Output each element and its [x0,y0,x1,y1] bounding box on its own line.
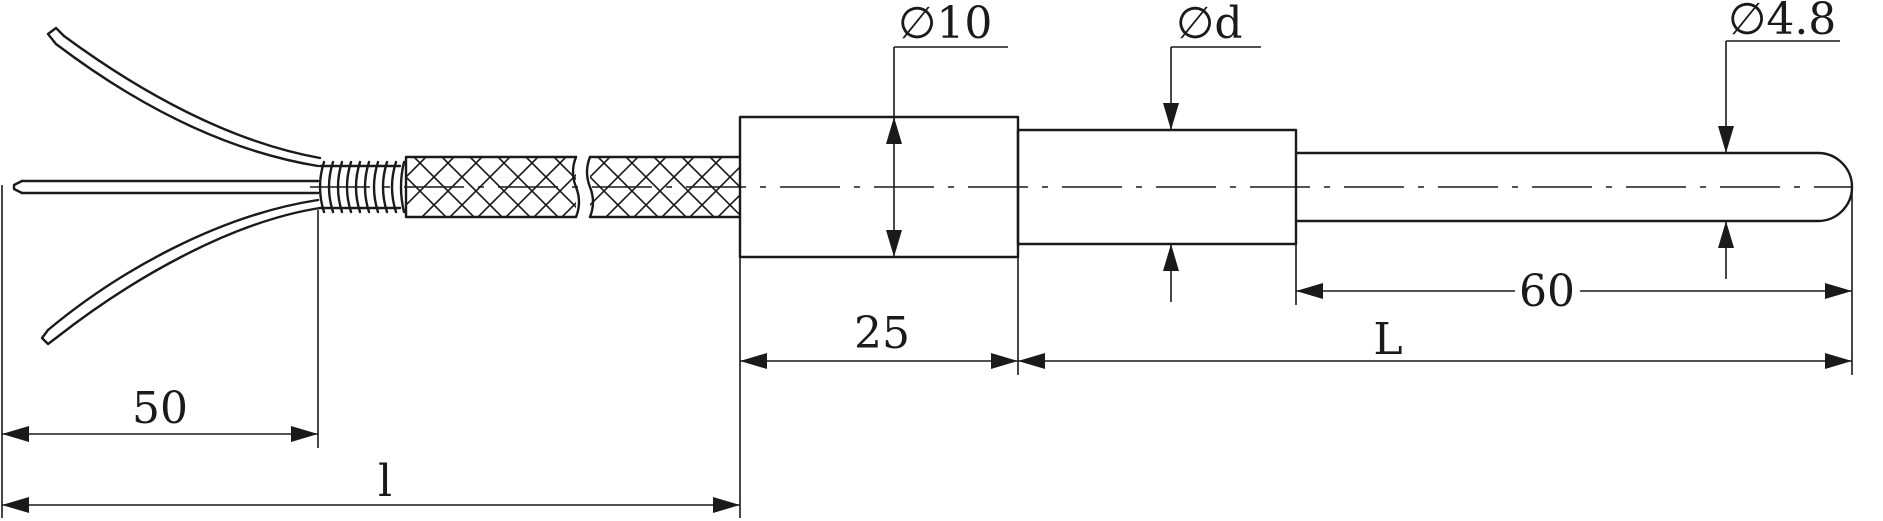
dimension-boss-length: 25 [740,308,1018,369]
len-leads-label: 50 [132,383,188,434]
dimension-tip-diameter: ∅4.8 [1718,0,1840,279]
dimension-boss-diameter: ∅10 [886,0,1008,257]
dimension-probe-length: L [1018,314,1852,369]
len-L-label: L [1373,314,1402,365]
dia-tip-label: ∅4.8 [1728,0,1836,45]
len-tip-label: 60 [1519,266,1575,317]
len-boss-label: 25 [854,308,910,359]
dimension-lead-length: 50 [2,383,318,442]
dimension-middle-diameter: ∅d [1163,0,1261,302]
dimension-cable-length: l [2,456,740,513]
lead-wires [12,26,322,346]
dimension-tip-length: 60 [1296,266,1852,317]
len-cable-label: l [378,456,392,507]
extension-lines [1,185,1853,518]
dia-mid-label: ∅d [1176,0,1243,49]
dia-boss-label: ∅10 [898,0,992,49]
